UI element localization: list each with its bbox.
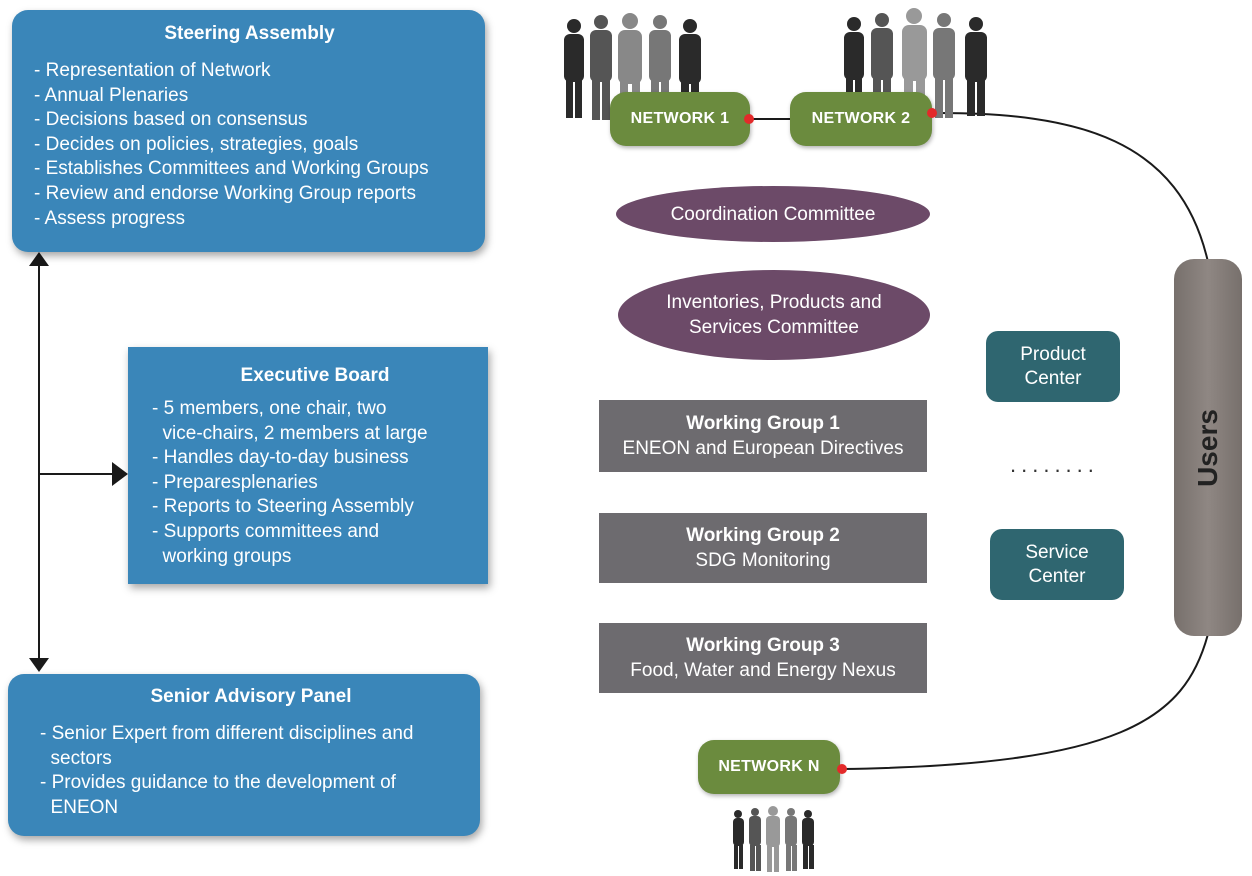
- centers-ellipsis: ........: [1010, 452, 1099, 477]
- steering-assembly-title: Steering Assembly: [164, 23, 335, 44]
- arrow-head-right: [112, 462, 128, 486]
- steering-assembly-list: - Representation of Network - Annual Ple…: [34, 59, 465, 231]
- working-group-subtitle: ENEON and European Directives: [622, 438, 904, 459]
- list-item: - Establishes Committees and Working Gro…: [34, 158, 429, 180]
- list-item: - Preparesplenaries: [152, 471, 318, 493]
- list-item: working groups: [152, 545, 292, 567]
- list-item: - Decisions based on consensus: [34, 109, 308, 131]
- working-group-title: Working Group 3: [686, 635, 840, 656]
- list-item: sectors: [40, 747, 112, 769]
- connector-dot: [744, 114, 754, 124]
- users-label: Users: [1192, 408, 1223, 487]
- connector-dot: [837, 764, 847, 774]
- list-item: - Handles day-to-day business: [152, 447, 409, 469]
- list-item: - Provides guidance to the development o…: [40, 772, 396, 794]
- working-group-2: Working Group 2 SDG Monitoring: [599, 513, 927, 583]
- product-center: Product Center: [986, 331, 1120, 402]
- connector-dot: [927, 108, 937, 118]
- working-group-subtitle: Food, Water and Energy Nexus: [630, 660, 896, 681]
- working-group-title: Working Group 1: [686, 413, 840, 434]
- list-item: - Review and endorse Working Group repor…: [34, 182, 416, 204]
- list-item: vice-chairs, 2 members at large: [152, 422, 428, 444]
- steering-assembly-box: Steering Assembly - Representation of Ne…: [12, 10, 485, 252]
- senior-advisory-panel-box: Senior Advisory Panel - Senior Expert fr…: [8, 674, 480, 836]
- working-group-subtitle: SDG Monitoring: [695, 550, 831, 571]
- list-item: ENEON: [40, 796, 119, 818]
- executive-board-title: Executive Board: [240, 365, 390, 386]
- arrow-head-down: [29, 658, 49, 672]
- network-2-node: NETWORK 2: [790, 92, 932, 146]
- senior-advisory-panel-title: Senior Advisory Panel: [150, 686, 352, 707]
- person-silhouette-icon: [564, 13, 701, 122]
- list-item: - Decides on policies, strategies, goals: [34, 133, 359, 155]
- person-silhouette-icon: [733, 806, 814, 872]
- people-group-network-n-icon: [733, 806, 814, 872]
- network-1-node: NETWORK 1: [610, 92, 750, 146]
- person-silhouette-icon: [844, 8, 987, 121]
- working-group-3: Working Group 3 Food, Water and Energy N…: [599, 623, 927, 693]
- inventories-products-services-committee: Inventories, Products and Services Commi…: [618, 270, 930, 360]
- service-center: Service Center: [990, 529, 1124, 600]
- list-item: - Assess progress: [34, 207, 185, 229]
- list-item: - Reports to Steering Assembly: [152, 496, 414, 518]
- list-item: - Annual Plenaries: [34, 84, 189, 106]
- network-arc-top: [931, 111, 1209, 263]
- list-item: - 5 members, one chair, two: [152, 398, 387, 419]
- coordination-committee: Coordination Committee: [616, 186, 930, 242]
- arrow-head-up: [29, 252, 49, 266]
- people-group-network-2-icon: [844, 8, 987, 121]
- executive-board-list: - 5 members, one chair, two vice-chairs,…: [152, 397, 478, 569]
- network-arc-bottom: [841, 633, 1209, 770]
- list-item: - Supports committees and: [152, 520, 380, 542]
- working-group-title: Working Group 2: [686, 525, 840, 546]
- senior-advisory-panel-list: - Senior Expert from different disciplin…: [40, 722, 462, 820]
- working-group-1: Working Group 1 ENEON and European Direc…: [599, 400, 927, 472]
- users-bar: Users: [1174, 259, 1242, 636]
- executive-board-box: Executive Board - 5 members, one chair, …: [128, 347, 488, 584]
- network-n-node: NETWORK N: [698, 740, 840, 794]
- list-item: - Representation of Network: [34, 60, 271, 81]
- people-group-network-1-icon: [564, 13, 701, 122]
- list-item: - Senior Expert from different disciplin…: [40, 723, 414, 744]
